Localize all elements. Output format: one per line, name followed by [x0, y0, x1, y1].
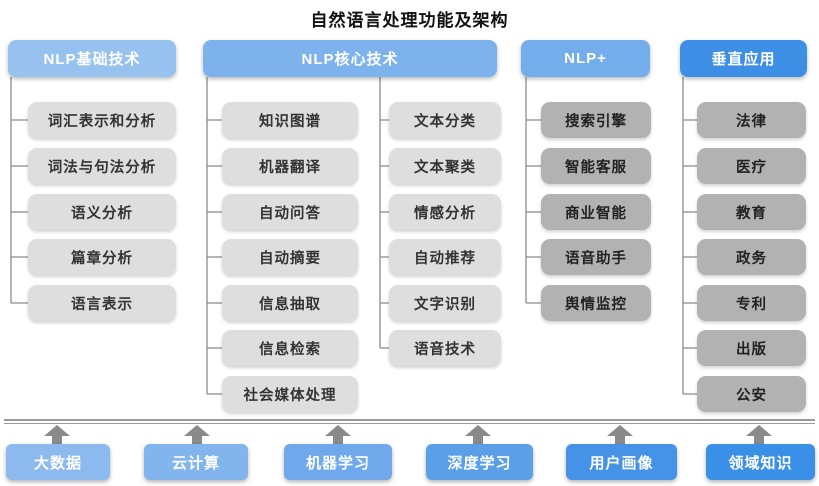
foundation-box: 领域知识	[706, 444, 815, 480]
node-box: 语义分析	[28, 194, 176, 230]
node-box: 自动问答	[222, 194, 358, 230]
column-header-nlp-core: NLP核心技术	[203, 40, 497, 77]
node-box: 搜索引擎	[541, 102, 651, 138]
node-box: 知识图谱	[222, 102, 358, 138]
foundation-box: 大数据	[6, 444, 110, 480]
node-box: 信息检索	[222, 330, 358, 366]
up-arrow-icon	[465, 425, 491, 444]
node-box: 社会媒体处理	[222, 376, 358, 412]
node-box: 文字识别	[389, 285, 501, 321]
node-box: 语言表示	[28, 285, 176, 321]
node-box: 商业智能	[541, 194, 651, 230]
node-box: 智能客服	[541, 148, 651, 184]
node-box: 词汇表示和分析	[28, 102, 176, 138]
node-box: 自动摘要	[222, 239, 358, 275]
node-box: 文本分类	[389, 102, 501, 138]
node-box: 法律	[697, 102, 806, 138]
separator-line	[4, 419, 815, 421]
node-box: 舆情监控	[541, 285, 651, 321]
foundation-box: 用户画像	[566, 444, 677, 480]
foundation-box: 云计算	[144, 444, 248, 480]
separator-line	[4, 422, 815, 424]
node-box: 专利	[697, 285, 806, 321]
up-arrow-icon	[325, 425, 351, 444]
node-box: 词法与句法分析	[28, 148, 176, 184]
node-box: 机器翻译	[222, 148, 358, 184]
up-arrow-icon	[184, 425, 210, 444]
up-arrow-icon	[746, 425, 772, 444]
node-box: 文本聚类	[389, 148, 501, 184]
node-box: 出版	[697, 330, 806, 366]
column-header-nlp-plus: NLP+	[521, 40, 650, 77]
foundation-box: 深度学习	[426, 444, 533, 480]
node-box: 公安	[697, 376, 806, 412]
up-arrow-icon	[607, 425, 633, 444]
node-box: 政务	[697, 239, 806, 275]
node-box: 情感分析	[389, 194, 501, 230]
node-box: 语音助手	[541, 239, 651, 275]
column-header-nlp-basics: NLP基础技术	[8, 40, 176, 77]
node-box: 篇章分析	[28, 239, 176, 275]
node-box: 语音技术	[389, 330, 501, 366]
up-arrow-icon	[44, 425, 70, 444]
foundation-box: 机器学习	[284, 444, 392, 480]
node-box: 医疗	[697, 148, 806, 184]
node-box: 教育	[697, 194, 806, 230]
node-box: 信息抽取	[222, 285, 358, 321]
diagram-title: 自然语言处理功能及架构	[310, 11, 509, 30]
node-box: 自动推荐	[389, 239, 501, 275]
column-header-vertical-apps: 垂直应用	[680, 40, 807, 77]
